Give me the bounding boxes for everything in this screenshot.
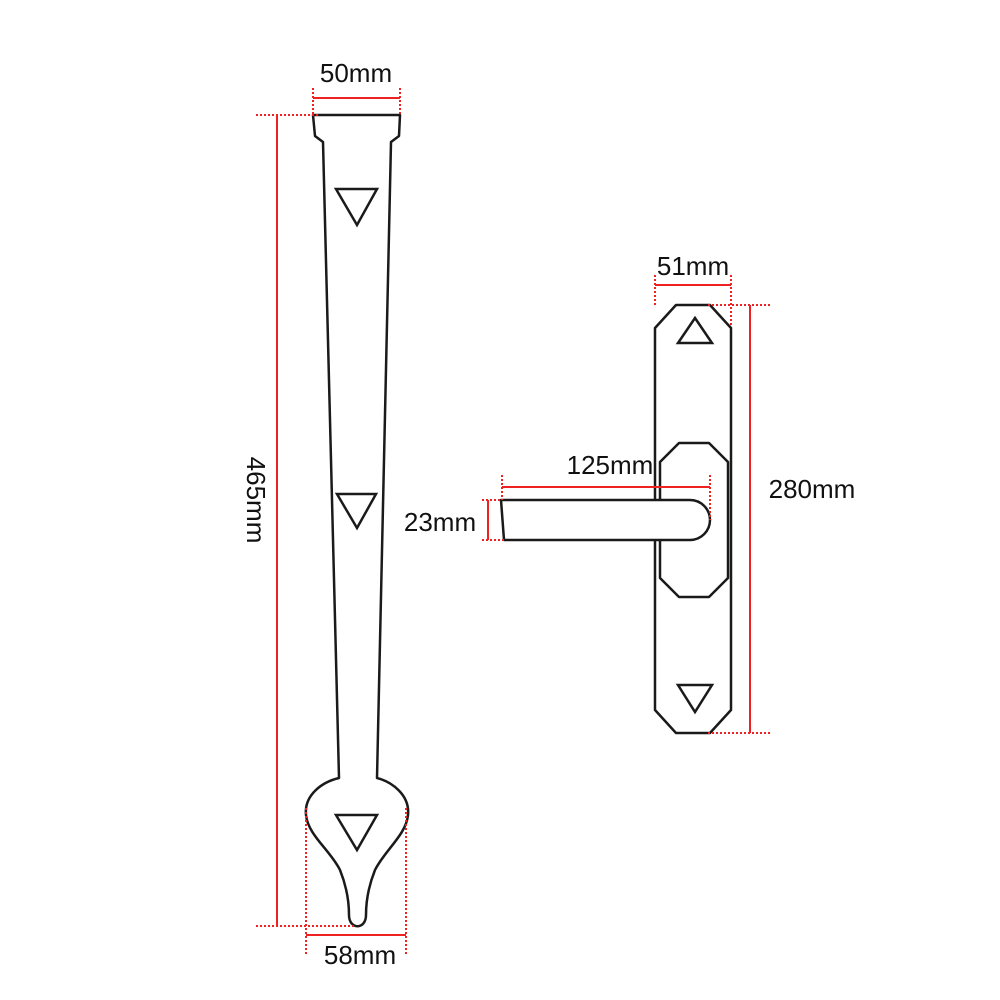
triangle-mark-icon xyxy=(675,683,715,715)
strap-hinge-outline xyxy=(304,113,410,928)
label-top-width: 50mm xyxy=(320,58,392,88)
label-length: 465mm xyxy=(241,457,271,544)
label-lever-thickness: 23mm xyxy=(404,507,476,537)
label-lever-length: 125mm xyxy=(567,450,654,480)
lever-handle-dimensions xyxy=(482,275,772,734)
triangle-mark-icon xyxy=(334,492,379,531)
label-plate-height: 280mm xyxy=(769,474,856,504)
triangle-mark-icon xyxy=(333,187,380,228)
strap-hinge-dimensions xyxy=(256,88,407,955)
strap-hinge xyxy=(304,113,410,928)
label-bottom-width: 58mm xyxy=(324,940,396,970)
label-plate-width: 51mm xyxy=(657,251,729,281)
lever-handle xyxy=(499,303,733,735)
triangle-mark-icon xyxy=(333,813,380,853)
triangle-mark-icon xyxy=(675,315,715,345)
lever-outline xyxy=(499,498,712,542)
